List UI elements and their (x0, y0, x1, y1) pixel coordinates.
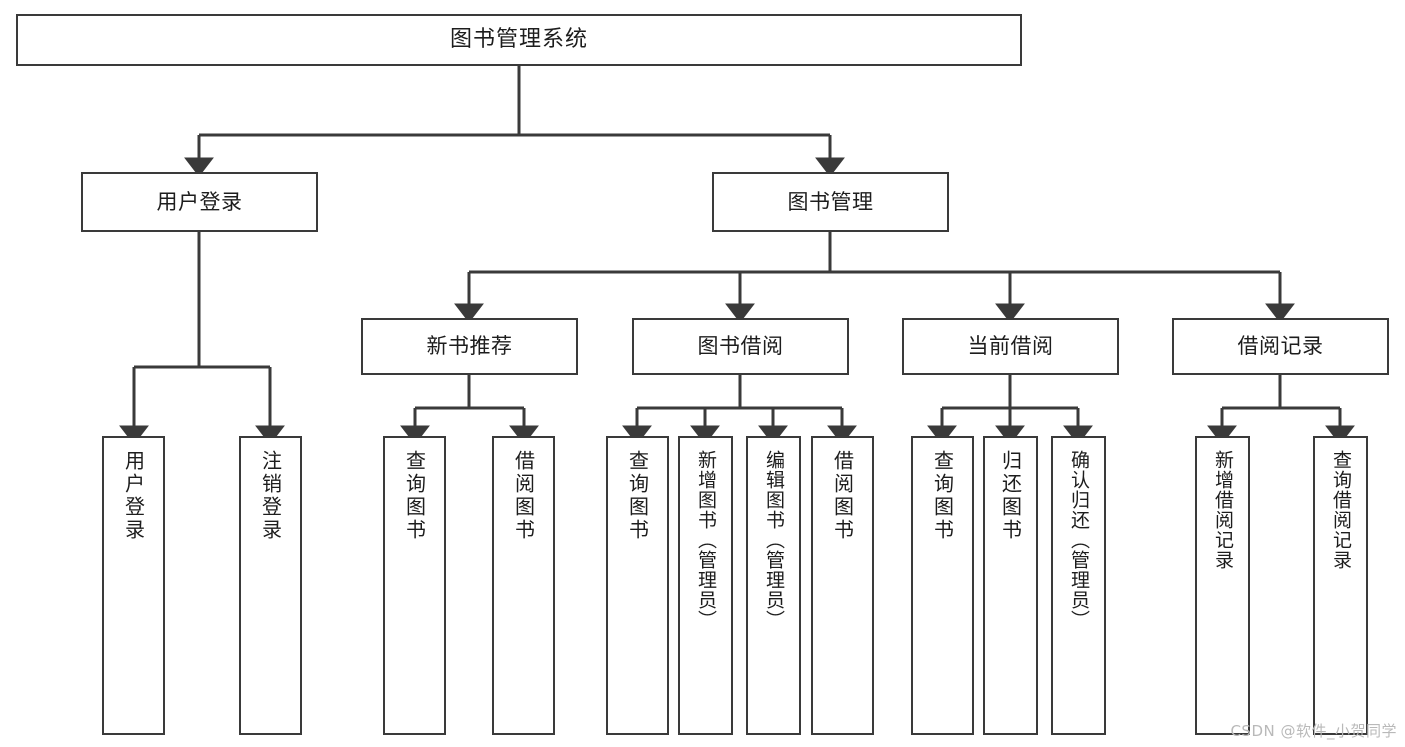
node-leaf-borrow-book-2-label: 借阅图书 (830, 450, 855, 542)
node-new-book-recommend[interactable]: 新书推荐 (361, 318, 578, 375)
node-borrow-record-label: 借阅记录 (1237, 334, 1324, 359)
node-leaf-query-book-3[interactable]: 查询图书 (911, 436, 974, 735)
node-leaf-query-record-label: 查询借阅记录 (1330, 450, 1352, 570)
node-leaf-logout[interactable]: 注销登录 (239, 436, 302, 735)
node-leaf-add-record-label: 新增借阅记录 (1212, 450, 1234, 570)
node-borrow-record[interactable]: 借阅记录 (1172, 318, 1389, 375)
node-leaf-return-book-label: 归还图书 (998, 450, 1023, 542)
node-book-borrow-label: 图书借阅 (697, 334, 784, 359)
node-user-login-label: 用户登录 (156, 189, 243, 214)
node-leaf-query-book-3-label: 查询图书 (930, 450, 955, 542)
node-leaf-query-book-1-label: 查询图书 (402, 450, 427, 542)
node-leaf-query-record[interactable]: 查询借阅记录 (1313, 436, 1368, 735)
node-book-management-label: 图书管理 (787, 189, 874, 214)
node-current-borrow[interactable]: 当前借阅 (902, 318, 1119, 375)
watermark-text: CSDN @软件_小贺同学 (1230, 722, 1397, 740)
node-root-label: 图书管理系统 (449, 27, 588, 53)
node-leaf-query-book-1[interactable]: 查询图书 (383, 436, 446, 735)
node-root[interactable]: 图书管理系统 (16, 14, 1022, 66)
node-leaf-add-book[interactable]: 新增图书（管理员） (678, 436, 733, 735)
node-leaf-user-login-label: 用户登录 (121, 450, 146, 542)
node-leaf-user-login[interactable]: 用户登录 (102, 436, 165, 735)
node-book-borrow[interactable]: 图书借阅 (632, 318, 849, 375)
node-book-management[interactable]: 图书管理 (712, 172, 949, 232)
node-leaf-borrow-book-1[interactable]: 借阅图书 (492, 436, 555, 735)
node-leaf-borrow-book-2[interactable]: 借阅图书 (811, 436, 874, 735)
node-user-login[interactable]: 用户登录 (81, 172, 318, 232)
node-current-borrow-label: 当前借阅 (967, 334, 1054, 359)
node-leaf-add-book-label: 新增图书（管理员） (695, 450, 717, 630)
node-leaf-confirm-return[interactable]: 确认归还（管理员） (1051, 436, 1106, 735)
node-leaf-query-book-2[interactable]: 查询图书 (606, 436, 669, 735)
node-leaf-logout-label: 注销登录 (258, 450, 283, 542)
node-leaf-confirm-return-label: 确认归还（管理员） (1068, 450, 1090, 630)
node-leaf-edit-book-label: 编辑图书（管理员） (763, 450, 785, 630)
node-new-book-recommend-label: 新书推荐 (426, 334, 513, 359)
node-leaf-edit-book[interactable]: 编辑图书（管理员） (746, 436, 801, 735)
node-leaf-borrow-book-1-label: 借阅图书 (511, 450, 536, 542)
node-leaf-add-record[interactable]: 新增借阅记录 (1195, 436, 1250, 735)
node-leaf-query-book-2-label: 查询图书 (625, 450, 650, 542)
node-leaf-return-book[interactable]: 归还图书 (983, 436, 1038, 735)
